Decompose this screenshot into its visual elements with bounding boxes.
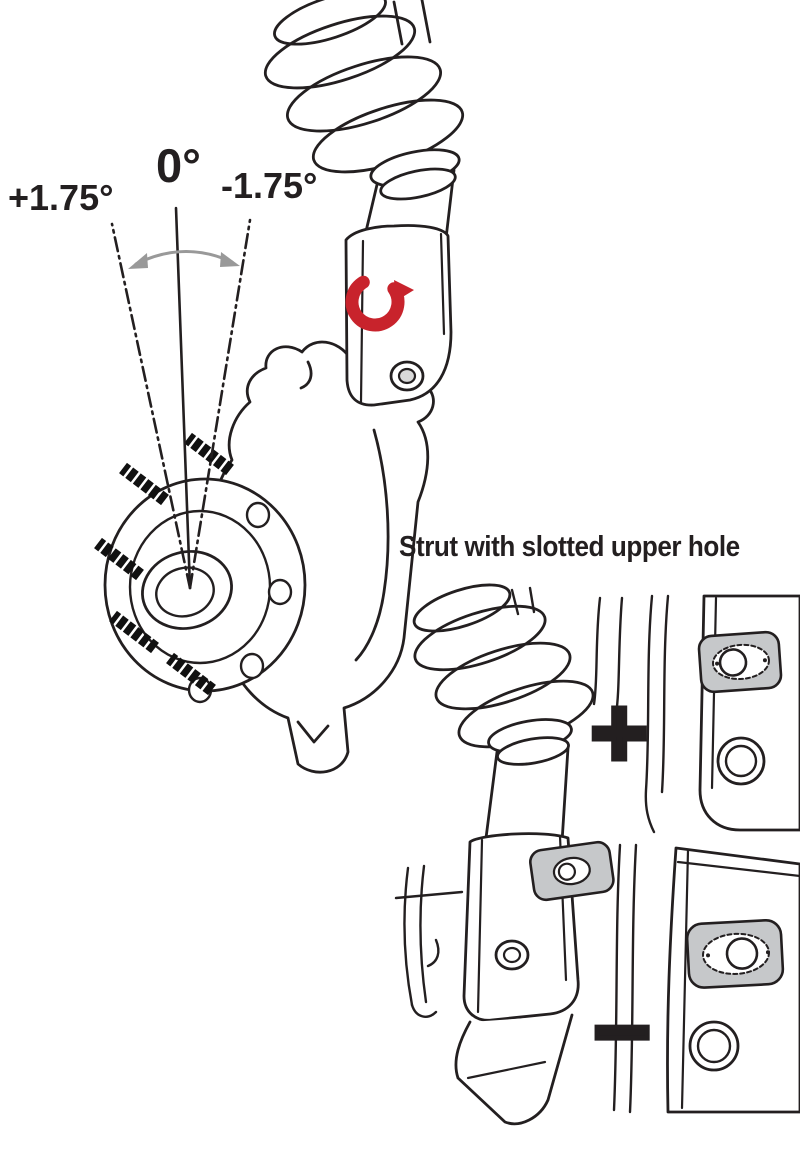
- casting-mark-j: [299, 360, 313, 390]
- strut-assembly-illustration: [94, 0, 465, 774]
- strut-tube-small: [484, 718, 573, 844]
- wheel-studs: [94, 432, 234, 696]
- camber-reference-lines: [110, 206, 252, 590]
- spc-logo-icon: [345, 272, 414, 332]
- flange-bolt-holes: [187, 501, 293, 704]
- tube-edge-lines-neg: [612, 843, 638, 1114]
- camber-negative-label: -1.75°: [221, 165, 318, 206]
- bracket-bolt: [389, 360, 425, 392]
- lower-bolt-small: [494, 939, 530, 971]
- negative-camber-detail: [612, 843, 800, 1114]
- camber-left-limit-line: [110, 222, 192, 590]
- camber-right-limit-line: [188, 218, 252, 590]
- hub-flange: [103, 477, 307, 704]
- negative-adjust-symbol: −: [590, 976, 653, 1088]
- tube-edge-lines: [644, 594, 670, 834]
- camber-zero-label: 0°: [156, 139, 201, 192]
- slotted-upper-hole-minus: [685, 918, 785, 989]
- positive-camber-detail: [644, 594, 800, 834]
- positive-adjust-symbol: +: [587, 677, 650, 789]
- caption-strut-slotted: Strut with slotted upper hole: [399, 531, 740, 563]
- slotted-strut-illustration: [394, 583, 624, 1126]
- coil-spring: [263, 0, 465, 174]
- bolt-hole-plus: [716, 736, 766, 786]
- cam-washer-slotted: [529, 840, 615, 902]
- damper-rod: [392, 0, 432, 46]
- upper-tube-lines: [592, 596, 624, 716]
- camber-axis-line: [174, 206, 192, 590]
- camber-range-arrow: [128, 250, 240, 269]
- casting-mark-j-small: [426, 938, 440, 968]
- coil-spring-small: [412, 583, 595, 749]
- bolt-hole-minus: [688, 1020, 740, 1072]
- slotted-upper-hole-plus: [697, 630, 783, 694]
- strut-bracket: [344, 224, 453, 407]
- bracket-left-piece: [394, 864, 464, 1018]
- camber-positive-label: +1.75°: [8, 177, 114, 218]
- knuckle-wedge: [454, 1013, 574, 1126]
